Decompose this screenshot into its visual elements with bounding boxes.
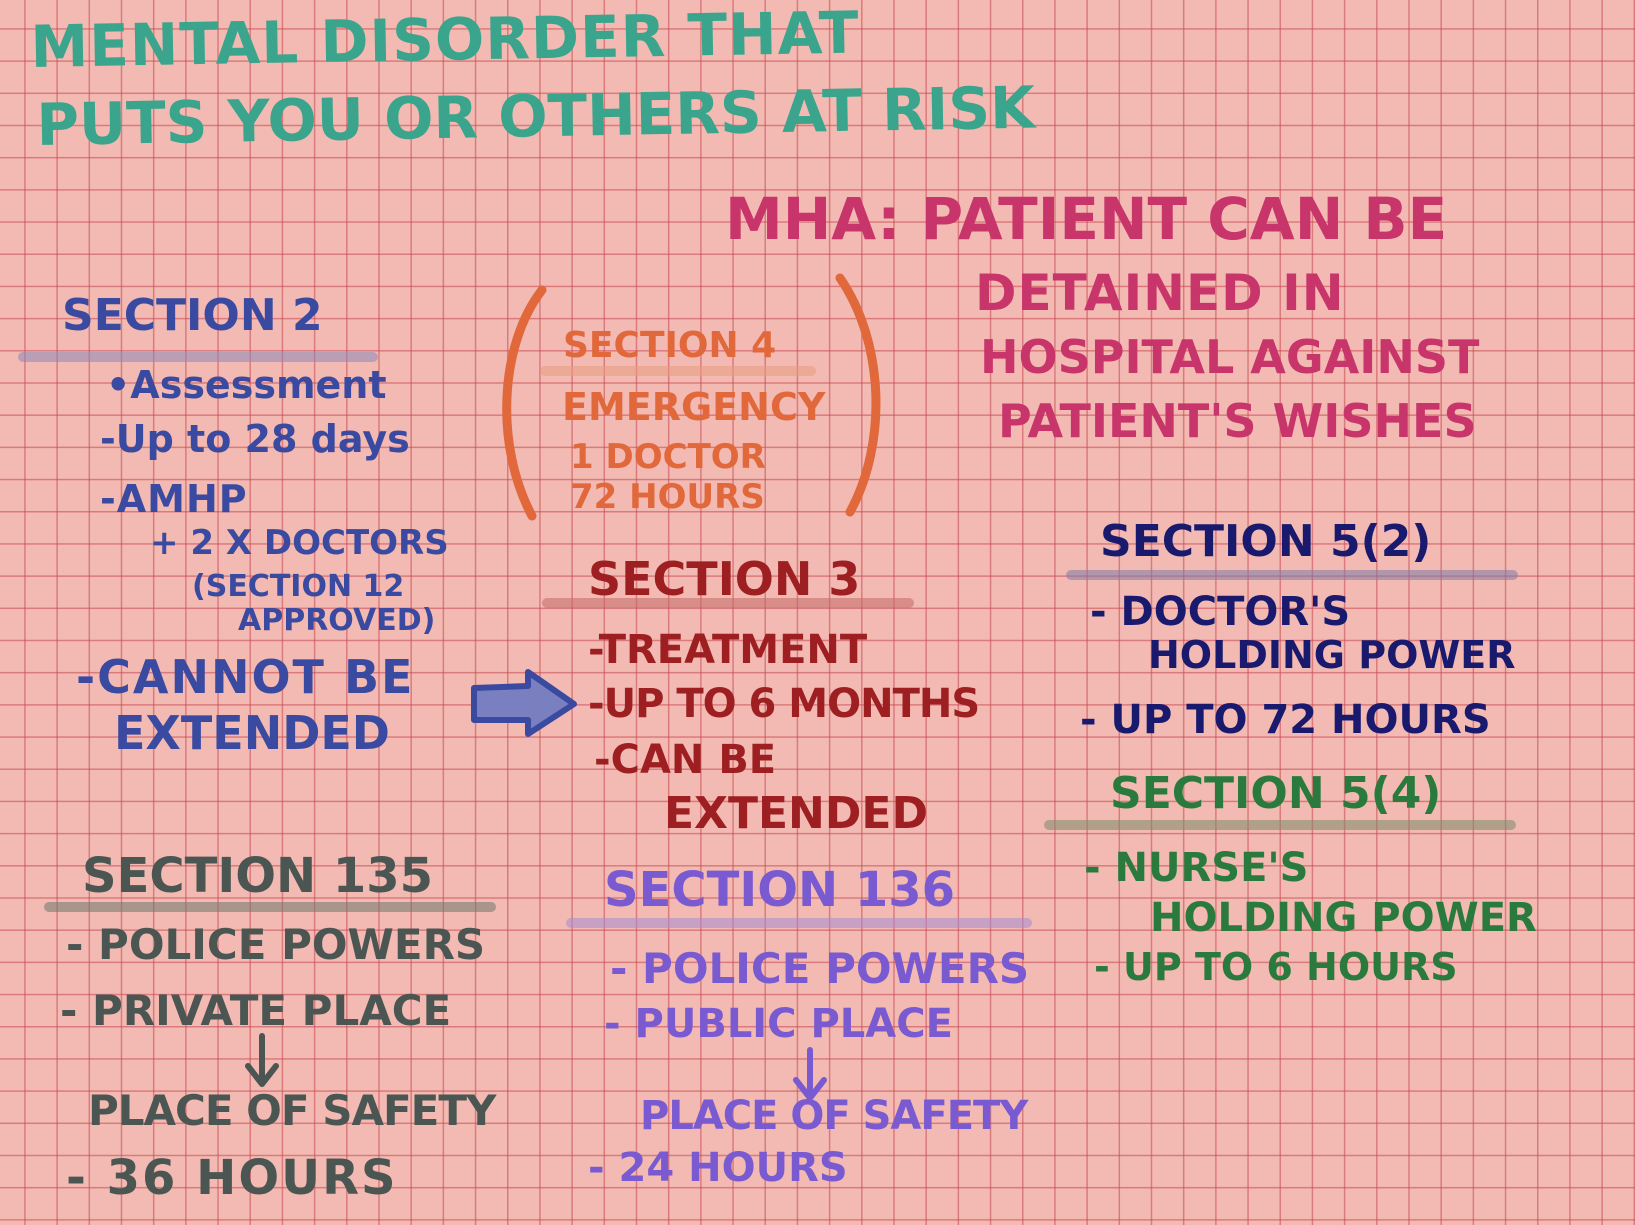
section2-item-duration: -Up to 28 days	[100, 417, 410, 461]
section135-item-safety: Place of Safety	[88, 1086, 496, 1135]
section2-item-extended: Extended	[114, 706, 390, 760]
section5-4-item-holding: Holding Power	[1150, 895, 1537, 941]
down-arrow-icon	[793, 1047, 827, 1101]
section4-item-emergency: Emergency	[562, 385, 826, 429]
section4-heading: Section 4	[563, 325, 777, 366]
section2-item-approved: Approved)	[238, 603, 436, 638]
mha-line-3: Hospital Against	[980, 330, 1480, 384]
section135-item-hours: - 36 Hours	[66, 1150, 398, 1206]
section3-item-duration: -Up to 6 Months	[588, 681, 980, 727]
mha-line-2: Detained in	[975, 264, 1345, 322]
down-arrow-icon	[245, 1033, 279, 1087]
section136-item-police: - Police Powers	[610, 944, 1030, 993]
mha-line-4: Patient's Wishes	[998, 394, 1477, 448]
section136-item-public: - Public Place	[604, 1001, 953, 1047]
section2-item-cannot: -Cannot Be	[76, 650, 415, 704]
right-parenthesis	[835, 273, 881, 517]
section5-4-heading: Section 5(4)	[1110, 768, 1442, 819]
section5-4-item-nurses: - Nurse's	[1084, 845, 1309, 891]
section3-item-treatment: -Treatment	[588, 627, 868, 673]
title-line-1: Mental Disorder That	[29, 0, 861, 81]
section135-underline	[44, 902, 496, 912]
section2-underline	[18, 352, 378, 362]
section136-heading: Section 136	[604, 862, 956, 918]
section5-4-item-hours: - Up to 6 Hours	[1094, 945, 1458, 989]
section5-2-item-doctors: - Doctor's	[1090, 589, 1351, 635]
section2-item-section12: (Section 12	[192, 569, 405, 604]
section5-4-underline	[1044, 820, 1516, 830]
mha-line-1: MHA: Patient Can Be	[725, 185, 1448, 253]
section2-item-doctors: + 2 x Doctors	[150, 523, 449, 563]
section136-item-hours: - 24 Hours	[588, 1145, 848, 1191]
section2-item-amhp: -AMHP	[100, 477, 248, 521]
section3-item-extended: Extended	[664, 788, 928, 839]
section135-item-private: - Private Place	[60, 986, 452, 1035]
section136-item-safety: Place of Safety	[640, 1093, 1028, 1139]
section2-item-assessment: •Assessment	[106, 363, 387, 407]
section5-2-item-hours: - Up to 72 Hours	[1080, 697, 1491, 743]
right-arrow-icon	[471, 669, 577, 737]
section136-underline	[566, 918, 1032, 928]
section3-item-can-be: -Can Be	[594, 737, 777, 783]
section3-heading: Section 3	[588, 552, 861, 606]
title-line-2: Puts You or Others At Risk	[35, 73, 1036, 159]
section2-heading: Section 2	[62, 290, 323, 341]
section4-item-hours: 72 Hours	[570, 477, 765, 517]
section135-heading: Section 135	[82, 848, 434, 904]
section5-2-underline	[1066, 570, 1518, 580]
section3-underline	[542, 598, 914, 608]
section4-underline	[540, 366, 816, 376]
section5-2-heading: Section 5(2)	[1100, 516, 1432, 567]
section4-item-doctor: 1 Doctor	[570, 437, 766, 477]
section5-2-item-holding: Holding Power	[1148, 633, 1516, 677]
section135-item-police: - Police Powers	[66, 920, 486, 969]
left-parenthesis	[502, 285, 547, 521]
